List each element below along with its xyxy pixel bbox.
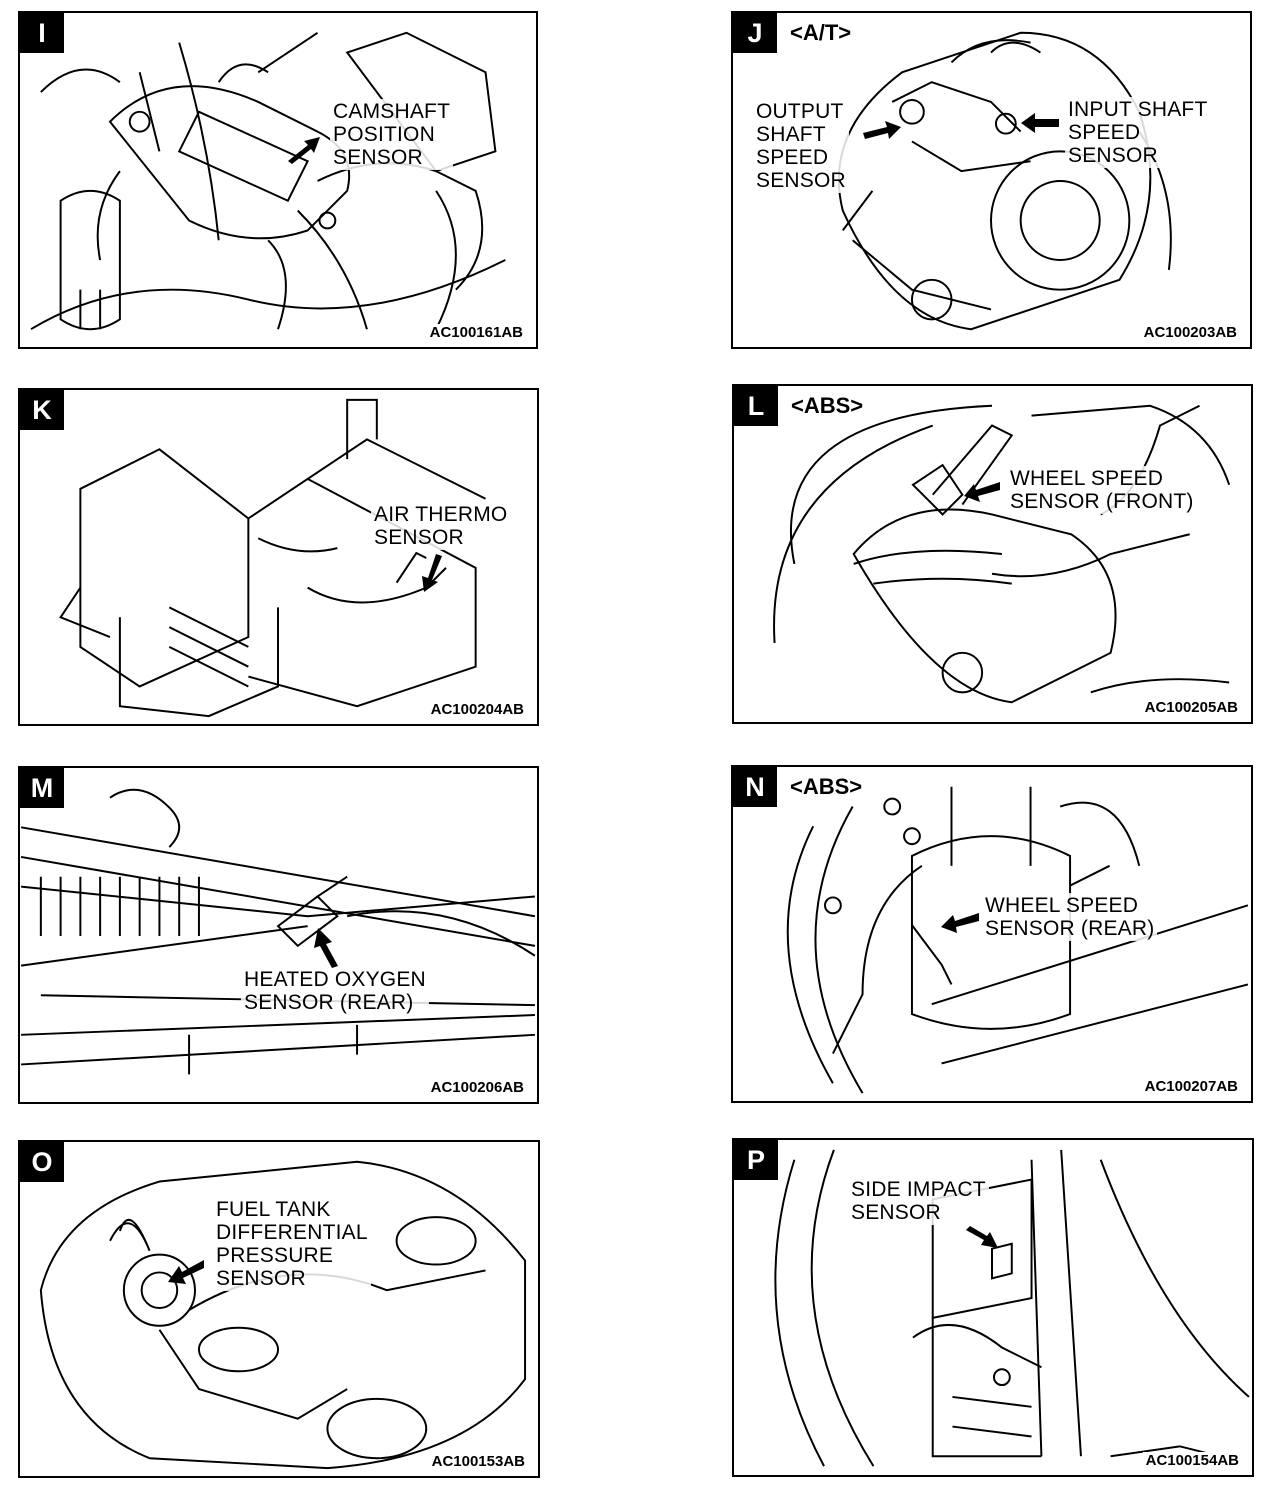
arrow-icon	[168, 1260, 204, 1284]
panel-letter: M	[20, 768, 64, 808]
panel-i: I CAMSHAFT POSITION SENSOR AC100161AB	[18, 11, 538, 349]
variant-label: <A/T>	[787, 20, 855, 46]
figure-code: AC100204AB	[427, 701, 527, 718]
figure-code: AC100207AB	[1141, 1078, 1241, 1095]
panel-o: O FUEL TANK DIFFERENTIAL PRESSURE SENSOR…	[18, 1140, 540, 1478]
camshaft-engine-illustration	[30, 31, 506, 331]
exhaust-pipe-illustration	[20, 788, 536, 1075]
figure-code: AC100153AB	[428, 1453, 528, 1470]
panel-letter: N	[733, 767, 777, 807]
heated-oxygen-sensor-rear-label: HEATED OXYGEN SENSOR (REAR)	[241, 967, 429, 1015]
output-shaft-speed-sensor-label: OUTPUT SHAFT SPEED SENSOR	[753, 99, 849, 193]
side-impact-sensor-illustration	[774, 1149, 1250, 1467]
panel-p: P SIDE IMPACT SENSOR AC100154AB	[732, 1138, 1254, 1477]
fuel-tank-differential-pressure-sensor-label: FUEL TANK DIFFERENTIAL PRESSURE SENSOR	[213, 1197, 371, 1291]
figure-code: AC100154AB	[1142, 1452, 1242, 1469]
panel-n: N <ABS> WHEEL SPEED SENSOR (REAR) AC1002…	[731, 765, 1253, 1103]
panel-letter: J	[733, 13, 777, 53]
panel-letter: K	[20, 390, 64, 430]
panel-m: M HEATED OXYGEN SENSOR (REAR) AC100206AB	[18, 766, 539, 1104]
fuel-tank-illustration	[39, 1160, 527, 1470]
arrow-icon	[941, 913, 979, 933]
arrow-icon	[964, 482, 1000, 502]
variant-label: <ABS>	[787, 774, 866, 800]
rear-suspension-illustration	[786, 786, 1249, 1094]
wheel-speed-sensor-front-label: WHEEL SPEED SENSOR (FRONT)	[1007, 466, 1197, 514]
panel-letter: O	[20, 1142, 64, 1182]
panel-k: K AIR THERMO SENSOR AC100204AB	[18, 388, 539, 726]
panel-j: J <A/T> OUTPUT SHAFT SPEED SENSOR INPUT …	[731, 11, 1252, 349]
panel-letter: I	[20, 13, 64, 53]
air-thermo-sensor-label: AIR THERMO SENSOR	[371, 502, 511, 550]
arrow-icon	[863, 121, 901, 139]
variant-label: <ABS>	[788, 393, 867, 419]
hvac-unit-illustration	[59, 398, 486, 718]
figure-code: AC100161AB	[426, 324, 526, 341]
figure-code: AC100203AB	[1140, 324, 1240, 341]
arrow-icon	[314, 928, 338, 968]
figure-code: AC100205AB	[1141, 699, 1241, 716]
side-impact-sensor-label: SIDE IMPACT SENSOR	[848, 1177, 989, 1225]
panel-letter: P	[734, 1140, 778, 1180]
panel-l: L <ABS> WHEEL SPEED SENSOR (FRONT) AC100…	[732, 384, 1253, 724]
front-wheel-hub-illustration	[773, 404, 1231, 704]
arrow-icon	[288, 137, 320, 164]
arrow-icon	[966, 1226, 998, 1248]
input-shaft-speed-sensor-label: INPUT SHAFT SPEED SENSOR	[1065, 97, 1211, 168]
figure-code: AC100206AB	[427, 1079, 527, 1096]
panel-letter: L	[734, 386, 778, 426]
arrow-icon	[422, 554, 442, 592]
camshaft-position-sensor-label: CAMSHAFT POSITION SENSOR	[330, 99, 454, 170]
arrow-icon	[1021, 113, 1059, 133]
wheel-speed-sensor-rear-label: WHEEL SPEED SENSOR (REAR)	[982, 893, 1158, 941]
